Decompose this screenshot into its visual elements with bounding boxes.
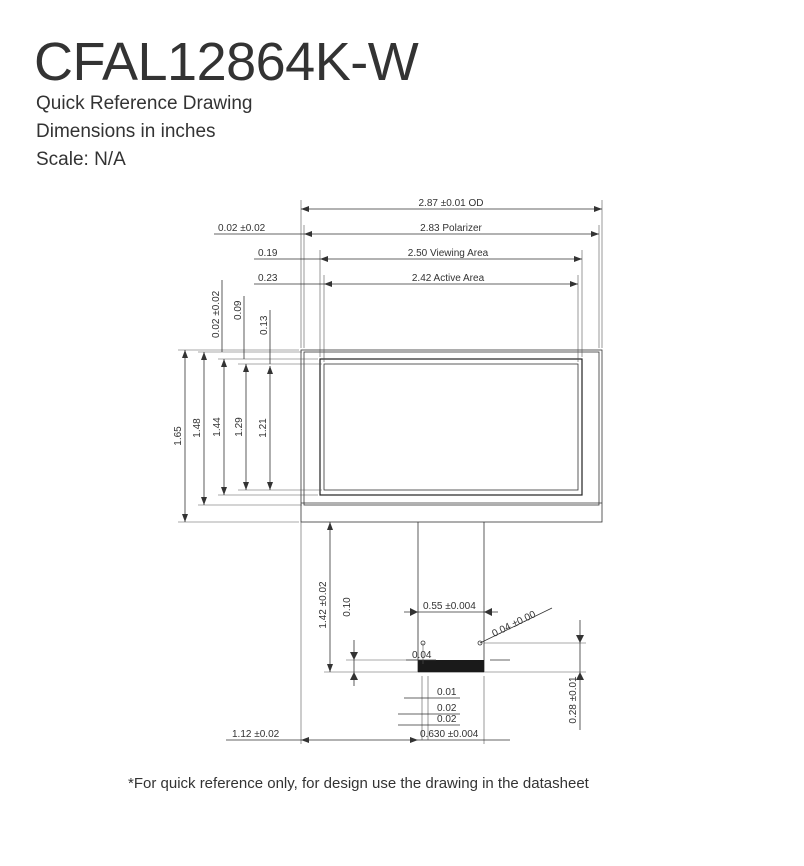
tail-stiffener [418,660,484,672]
units-note: Dimensions in inches [36,121,216,142]
label-active-offset-y: 0.13 [259,315,270,335]
label-polarizer-height: 1.48 [192,418,203,438]
page-title: CFAL12864K-W [34,32,419,92]
disclaimer-note: *For quick reference only, for design us… [128,775,589,792]
label-pin-3: 0.02 [437,714,457,725]
label-polarizer-offset-y: 0.02 ±0.02 [211,290,222,338]
label-pin-1: 0.01 [437,687,457,698]
label-stiffener-height: 0.10 [342,597,353,617]
label-active-offset-x: 0.23 [258,273,278,284]
label-pin-2: 0.02 [437,703,457,714]
label-tail-length: 1.42 ±0.02 [318,581,329,629]
label-tail-end-offset: 0.28 ±0.01 [568,676,579,724]
outline-od [300,349,603,523]
dim-hole-diameter [479,607,553,644]
tail-hole-right [477,640,483,646]
label-active-height: 1.29 [234,417,245,437]
scale-note: Scale: N/A [36,149,126,170]
label-tail-total-width: 0.630 ±0.004 [420,729,479,740]
label-active-inner-height: 1.21 [258,418,269,438]
label-viewing-offset-y: 0.09 [233,300,244,320]
label-tail-width: 0.55 ±0.004 [423,601,476,612]
label-viewing-width: 2.50 Viewing Area [408,248,489,259]
label-hole-offset: 0.04 [412,650,432,661]
label-polarizer-offset-x: 0.02 ±0.02 [218,223,266,234]
label-od-width: 2.87 ±0.01 OD [419,198,484,209]
label-polarizer-width: 2.83 Polarizer [420,223,482,234]
outline-polarizer [303,351,600,506]
label-viewing-offset-x: 0.19 [258,248,278,259]
label-hole-diameter: 0.04 ±0.00 [490,609,538,640]
label-viewing-height: 1.44 [212,417,223,437]
label-active-width: 2.42 Active Area [412,273,485,284]
outline-active-area [323,363,579,491]
label-od-height: 1.65 [173,426,184,446]
drawing-subtitle: Quick Reference Drawing [36,93,253,114]
outline-viewing-area [319,358,583,496]
label-tail-position-x: 1.12 ±0.02 [232,729,280,740]
